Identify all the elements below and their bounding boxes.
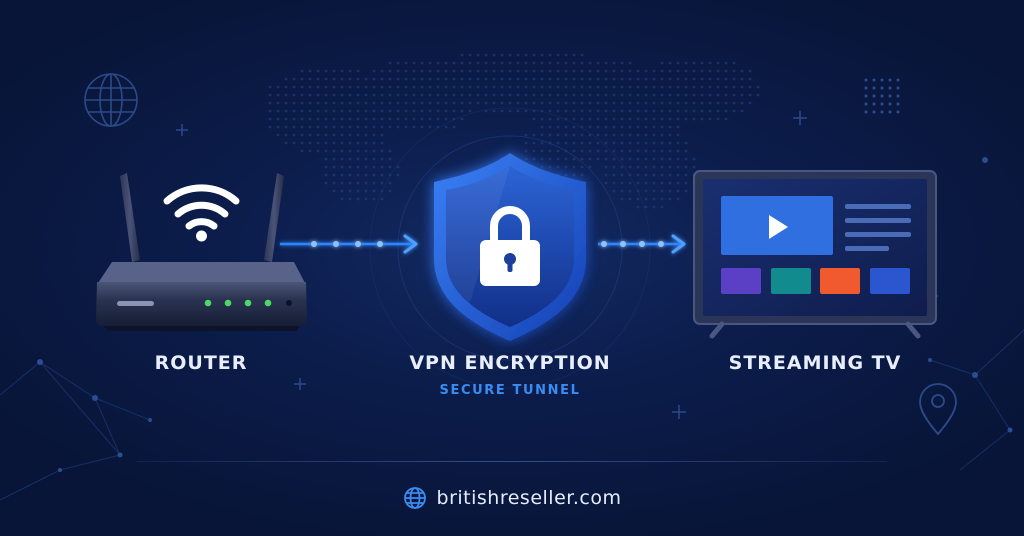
padlock-icon <box>480 206 540 286</box>
network-lines <box>0 329 1024 501</box>
router-antenna-right <box>264 173 284 262</box>
arrow-vpn-to-tv <box>598 234 686 254</box>
play-icon <box>769 215 788 239</box>
router-label: ROUTER <box>154 352 248 374</box>
tile-purple <box>721 268 761 294</box>
router-antenna-left <box>120 173 140 262</box>
globe-icon <box>403 487 426 509</box>
shield-glow-rings <box>369 107 651 389</box>
tv-label: STREAMING TV <box>728 352 902 374</box>
dot-grid <box>864 78 900 114</box>
tile-orange <box>820 268 860 294</box>
footer-website[interactable]: britishreseller.com <box>436 487 622 509</box>
tile-blue <box>870 268 910 294</box>
footer: britishreseller.com <box>0 480 1024 516</box>
router-status-leds <box>204 299 272 307</box>
tv-text-lines <box>845 204 911 251</box>
vpn-sublabel: SECURE TUNNEL <box>439 383 581 398</box>
vpn-label: VPN ENCRYPTION <box>409 352 611 374</box>
network-nodes <box>37 157 1013 472</box>
footer-divider <box>137 461 887 462</box>
world-map-dots <box>268 53 760 209</box>
tile-teal <box>771 268 811 294</box>
arrow-router-to-vpn <box>280 234 418 254</box>
